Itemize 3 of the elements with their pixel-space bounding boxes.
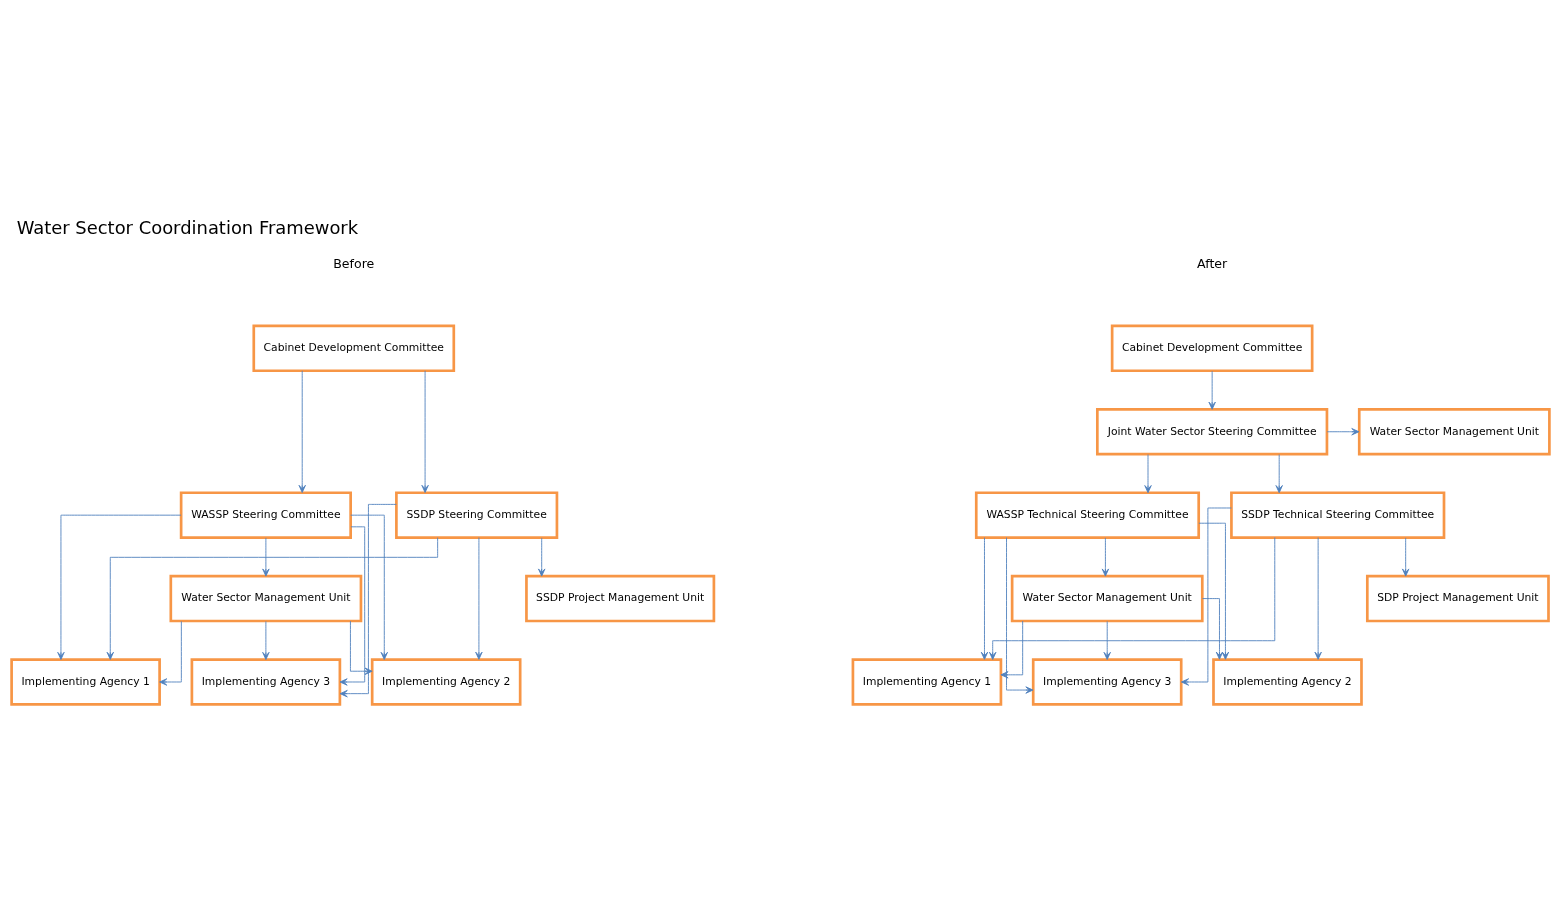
label: Before	[333, 255, 375, 271]
label: After	[1197, 255, 1228, 271]
diagram-title: Water Sector Coordination Framework	[16, 216, 359, 238]
